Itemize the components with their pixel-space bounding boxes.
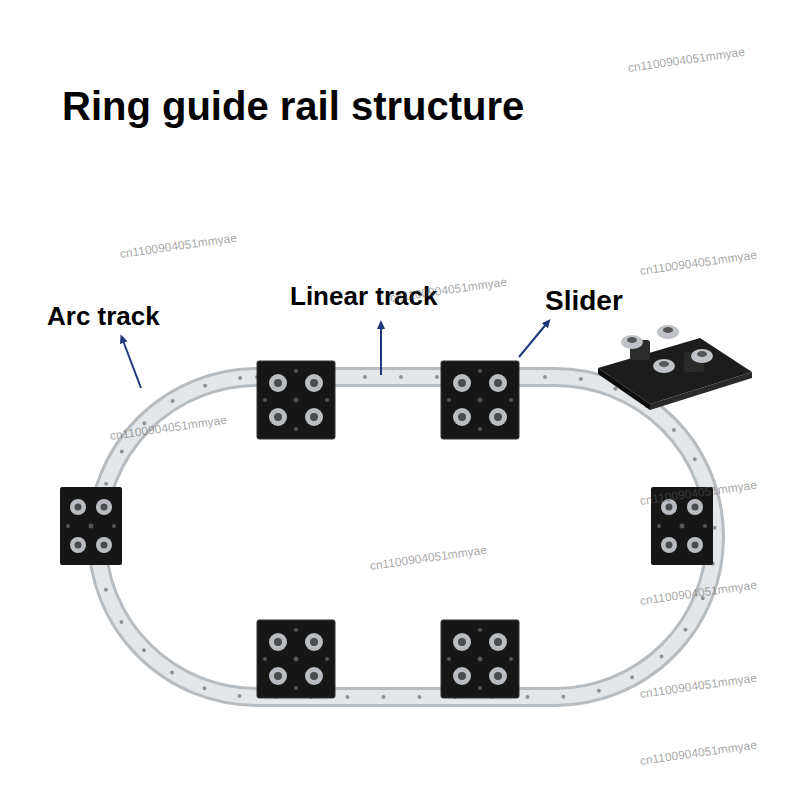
watermark: cn1100904051mmyae — [119, 232, 237, 260]
part-label: Slider — [545, 287, 623, 315]
watermark: cn1100904051mmyae — [639, 672, 757, 700]
part-label: Arc track — [47, 303, 160, 329]
watermark: cn1100904051mmyae — [627, 46, 745, 74]
slider-block — [257, 620, 335, 698]
slider-block — [441, 361, 519, 439]
track-holes — [97, 377, 715, 697]
leader-arrow — [122, 338, 141, 388]
leader-arrow — [519, 322, 548, 357]
diagram-title: Ring guide rail structure — [62, 86, 524, 126]
watermark: cn1100904051mmyae — [639, 739, 757, 767]
slider-block — [441, 620, 519, 698]
leader-arrow — [380, 324, 382, 375]
ring-track — [97, 377, 715, 697]
slider-block — [60, 487, 122, 565]
watermark: cn1100904051mmyae — [639, 249, 757, 277]
watermark: cn1100904051mmyae — [389, 276, 507, 304]
slider-photo — [598, 325, 752, 410]
ring-track-face — [97, 377, 715, 697]
watermark: cn1100904051mmyae — [109, 414, 227, 442]
slider-block — [257, 361, 335, 439]
watermark: cn1100904051mmyae — [369, 544, 487, 572]
